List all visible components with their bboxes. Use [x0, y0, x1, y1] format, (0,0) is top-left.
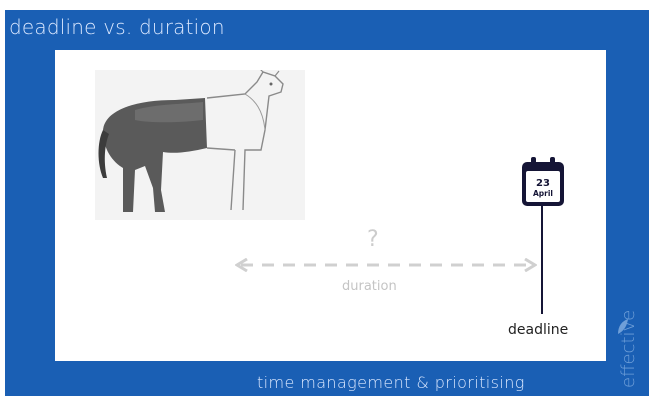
half-drawn-horse-illustration — [95, 70, 305, 220]
unknown-duration-marker: ? — [367, 227, 379, 252]
brand-logo-text: effective — [618, 309, 639, 388]
footer-course-title: time management & prioritising — [257, 373, 525, 392]
content-panel: ? duration 23 April deadline — [55, 50, 606, 361]
slide-title: deadline vs. duration — [9, 15, 225, 39]
calendar-day: 23 — [536, 178, 550, 189]
duration-arrow — [235, 258, 537, 272]
leaf-logo-icon — [618, 319, 628, 334]
duration-label: duration — [342, 279, 397, 294]
calendar-icon: 23 April — [522, 157, 564, 206]
deadline-line — [541, 206, 543, 314]
calendar-month: April — [533, 189, 553, 198]
deadline-label: deadline — [508, 322, 569, 338]
